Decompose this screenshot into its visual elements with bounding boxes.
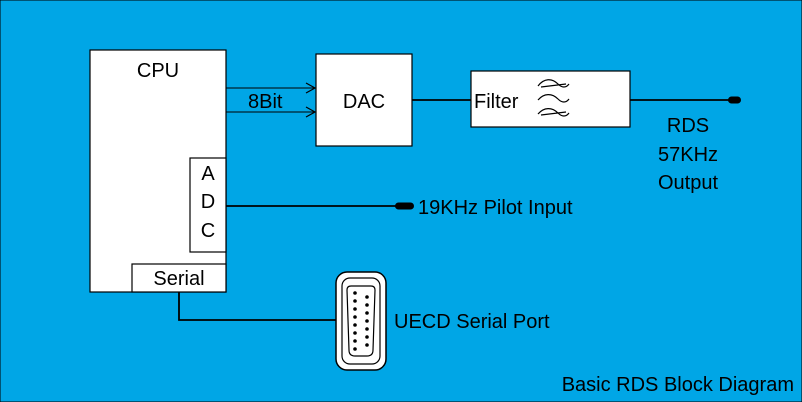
serial-to-connector-line xyxy=(178,292,338,321)
dac-block xyxy=(315,53,413,147)
db25-serial-connector-icon xyxy=(335,271,387,371)
output-label-line-1: RDS xyxy=(667,115,709,137)
bus-label: 8Bit xyxy=(248,91,283,113)
filter-label: Filter xyxy=(474,91,519,113)
pilot-plug-icon xyxy=(395,202,414,210)
serial-port-label: UECD Serial Port xyxy=(394,311,550,333)
adc-letter-a: A xyxy=(201,163,215,185)
output-label-line-3: Output xyxy=(658,172,718,194)
adc-letter-d: D xyxy=(201,191,215,213)
diagram-caption: Basic RDS Block Diagram xyxy=(562,374,794,396)
cpu-label: CPU xyxy=(137,60,179,82)
pilot-input-label: 19KHz Pilot Input xyxy=(418,197,573,219)
bandpass-filter-icon xyxy=(537,79,570,117)
dac-label: DAC xyxy=(343,91,385,113)
serial-block xyxy=(131,263,227,293)
adc-letter-c: C xyxy=(201,220,215,242)
adc-block xyxy=(189,157,227,253)
output-label-line-2: 57KHz xyxy=(658,144,718,166)
serial-label: Serial xyxy=(153,268,204,290)
output-plug-icon xyxy=(728,96,741,104)
